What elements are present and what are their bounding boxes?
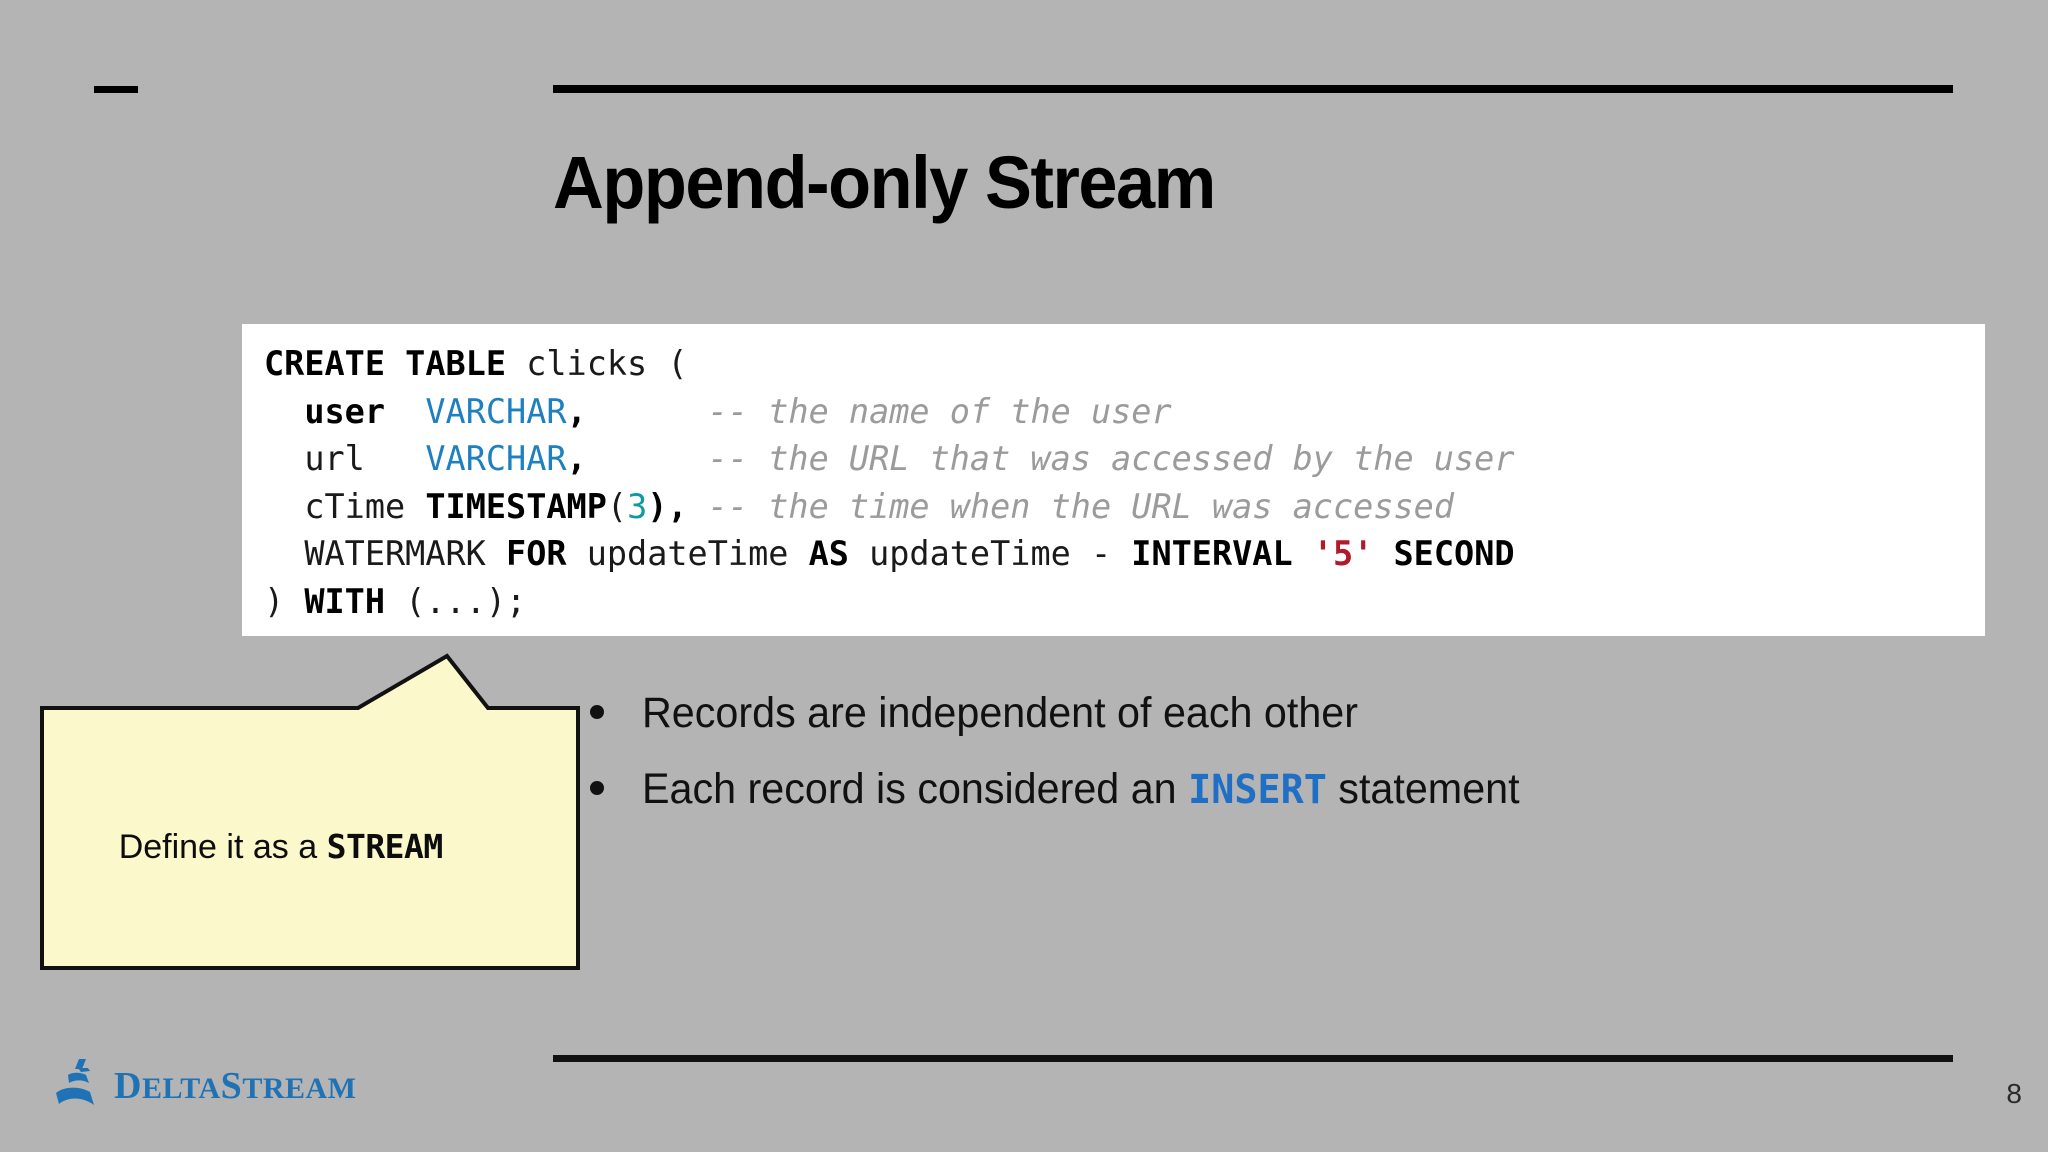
deltastream-mark-icon	[48, 1055, 102, 1116]
code-token: updateTime -	[848, 534, 1132, 573]
callout-text: Define it as a STREAM	[62, 788, 562, 906]
code-token: user	[304, 391, 386, 431]
code-token: '5'	[1312, 534, 1374, 573]
bullet-text-segment: Records are independent of each other	[642, 689, 1359, 737]
code-line: WATERMARK FOR updateTime AS updateTime -…	[264, 530, 1985, 578]
code-token: ),	[647, 486, 688, 526]
code-token	[587, 439, 708, 478]
code-token	[385, 392, 425, 431]
callout-speech-box: Define it as a STREAM	[40, 648, 580, 978]
code-token: TIMESTAMP	[425, 486, 607, 526]
callout-text-emphasis: STREAM	[326, 827, 444, 866]
code-token: ,	[566, 439, 587, 478]
footer-horizontal-rule	[553, 1055, 1953, 1062]
code-token: VARCHAR	[425, 391, 567, 431]
deltastream-logo: DELTASTREAM	[48, 1055, 356, 1116]
code-token	[1293, 534, 1313, 573]
bullet-item: Records are independent of each other	[590, 688, 1970, 740]
code-token: )	[264, 581, 305, 621]
bullet-text: Records are independent of each other	[642, 688, 1358, 740]
code-token	[688, 487, 708, 526]
code-token: updateTime	[566, 534, 809, 573]
page-title: Append-only Stream	[553, 141, 1216, 224]
code-line: user VARCHAR, -- the name of the user	[264, 388, 1985, 436]
code-block: CREATE TABLE clicks ( user VARCHAR, -- t…	[242, 324, 1985, 636]
callout-shape	[40, 653, 580, 970]
code-token: ,	[566, 391, 587, 431]
deltastream-wordmark: DELTASTREAM	[114, 1064, 356, 1108]
logo-wordmark-part: D	[114, 1064, 142, 1107]
code-token: -- the name of the user	[707, 391, 1172, 431]
code-token: WITH	[304, 581, 386, 621]
code-token: 3	[627, 486, 648, 526]
code-token	[587, 392, 708, 431]
code-token: AS	[808, 534, 849, 573]
code-token	[264, 392, 304, 431]
code-token: url	[264, 439, 365, 478]
logo-wordmark-part: TREAM	[242, 1071, 357, 1105]
code-token: FOR	[506, 534, 567, 573]
code-token: (	[606, 486, 628, 526]
code-line: ) WITH (...);	[264, 578, 1985, 626]
bullet-dot-icon	[590, 780, 604, 795]
bullet-text-segment: statement	[1326, 764, 1520, 813]
bullet-text-segment: Each record is considered an	[642, 764, 1189, 813]
code-token	[1373, 534, 1393, 573]
code-token: VARCHAR	[425, 439, 567, 478]
code-token: CREATE TABLE	[264, 344, 507, 383]
callout-text-prefix: Define it as a	[118, 828, 327, 866]
code-token: INTERVAL	[1131, 534, 1293, 573]
bullet-dot-icon	[590, 705, 604, 719]
code-line: cTime TIMESTAMP(3), -- the time when the…	[264, 483, 1985, 531]
code-line: url VARCHAR, -- the URL that was accesse…	[264, 435, 1985, 483]
bullet-text: Each record is considered an INSERT stat…	[642, 764, 1520, 816]
code-line: CREATE TABLE clicks (	[264, 340, 1985, 388]
code-token: -- the time when the URL was accessed	[707, 486, 1454, 526]
code-token: (...);	[385, 581, 527, 621]
logo-wordmark-part: ELTA	[141, 1071, 221, 1105]
top-left-dash-decoration	[94, 86, 138, 93]
code-token: SECOND	[1393, 534, 1515, 573]
code-token: cTime	[264, 486, 426, 526]
bullet-item: Each record is considered an INSERT stat…	[590, 764, 1970, 816]
code-token	[365, 439, 426, 478]
page-number: 8	[2006, 1078, 2022, 1109]
bullet-text-segment: INSERT	[1188, 766, 1327, 813]
code-token: clicks (	[506, 344, 688, 383]
logo-wordmark-part: S	[220, 1064, 243, 1107]
code-token: -- the URL that was accessed by the user	[707, 439, 1515, 478]
top-horizontal-rule	[553, 85, 1953, 93]
code-token: WATERMARK	[264, 534, 507, 573]
